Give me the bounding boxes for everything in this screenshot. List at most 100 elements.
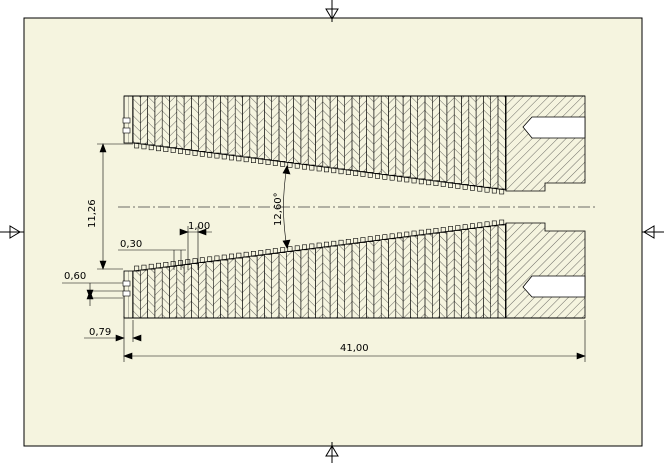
- triangle-right-icon: [0, 225, 24, 239]
- section-fin: [322, 95, 331, 168]
- tooth: [367, 172, 373, 178]
- section-fin: [198, 95, 207, 152]
- section-fin: [198, 262, 207, 319]
- section-fin: [446, 95, 455, 183]
- section-fin: [483, 95, 491, 188]
- tooth: [418, 178, 424, 185]
- tooth: [491, 187, 497, 194]
- section-fin: [278, 95, 287, 162]
- tooth: [462, 184, 468, 190]
- section-fin: [315, 247, 324, 319]
- section-fin: [183, 264, 192, 319]
- section-fin: [227, 95, 236, 156]
- section-fin: [446, 231, 455, 319]
- section-fin: [249, 256, 258, 319]
- tooth: [178, 260, 183, 266]
- section-fin: [475, 227, 484, 319]
- bore-hole: [522, 275, 586, 298]
- tooth: [302, 244, 307, 251]
- tooth: [367, 236, 373, 242]
- section-fin: [213, 260, 221, 319]
- section-fin: [191, 263, 199, 319]
- tooth: [331, 240, 337, 247]
- section-fin: [205, 261, 214, 319]
- tooth: [433, 180, 439, 186]
- dimension-overall-length: 41,00: [340, 343, 369, 354]
- tooth: [199, 151, 205, 157]
- tooth: [163, 146, 169, 152]
- lower-section: [122, 219, 586, 319]
- tooth: [469, 185, 475, 191]
- section-fin: [424, 95, 433, 181]
- tooth: [491, 220, 497, 227]
- section-fin: [344, 244, 353, 319]
- dimension-bore-diameter: 11,26: [87, 199, 98, 228]
- section-fin: [461, 229, 470, 319]
- tooth: [338, 239, 344, 246]
- section-fin: [461, 95, 470, 185]
- dimension-pitch: 1,00: [188, 221, 210, 232]
- section-fin: [161, 267, 170, 319]
- section-fin: [220, 95, 229, 155]
- section-fin: [366, 95, 375, 173]
- tooth: [178, 148, 183, 154]
- tooth: [404, 231, 410, 238]
- section-fin: [402, 95, 411, 178]
- tooth: [148, 144, 154, 151]
- cap-notch: [122, 127, 131, 134]
- section-fin: [424, 233, 433, 319]
- dimension-entry-offset: 0,60: [64, 271, 86, 282]
- tooth: [243, 251, 249, 258]
- tooth: [331, 167, 337, 174]
- section-fin: [359, 242, 367, 319]
- section-fin: [497, 224, 506, 319]
- section-fin: [322, 246, 331, 319]
- tooth: [440, 181, 446, 187]
- tooth: [433, 228, 439, 234]
- cap-notch: [122, 117, 131, 124]
- tooth: [360, 237, 366, 243]
- section-fin: [249, 95, 258, 158]
- section-fin: [497, 95, 506, 190]
- section-fin: [373, 95, 382, 174]
- tooth: [477, 185, 483, 192]
- tooth: [477, 222, 483, 229]
- tooth: [258, 250, 264, 256]
- tooth: [221, 153, 227, 160]
- section-fin: [293, 250, 302, 319]
- tooth: [265, 249, 271, 255]
- section-fin: [242, 95, 251, 158]
- section-fin: [402, 236, 411, 319]
- section-fin: [234, 257, 243, 319]
- section-fin: [329, 245, 338, 319]
- section-fin: [307, 248, 316, 319]
- section-fin: [154, 95, 163, 147]
- section-fin: [300, 95, 309, 165]
- section-fin: [278, 252, 287, 319]
- tooth: [309, 243, 315, 250]
- section-fin: [147, 268, 156, 319]
- tooth: [396, 232, 402, 239]
- section-fin: [439, 95, 448, 182]
- tooth: [170, 261, 176, 267]
- tooth: [272, 160, 278, 166]
- section-fin: [161, 95, 170, 147]
- section-fin: [329, 95, 338, 169]
- section-fin: [366, 241, 375, 319]
- tooth: [214, 152, 220, 159]
- dimensions: [62, 143, 586, 362]
- section-fin: [417, 234, 426, 319]
- section-fin: [395, 237, 404, 319]
- section-fin: [140, 269, 148, 319]
- tooth: [484, 221, 490, 228]
- tooth: [323, 241, 329, 248]
- tooth: [418, 229, 424, 236]
- section-fin: [439, 232, 448, 319]
- tooth: [287, 162, 293, 168]
- tooth: [389, 174, 395, 181]
- cap-notch: [122, 290, 131, 297]
- tooth: [353, 238, 359, 244]
- section-fin: [380, 95, 389, 175]
